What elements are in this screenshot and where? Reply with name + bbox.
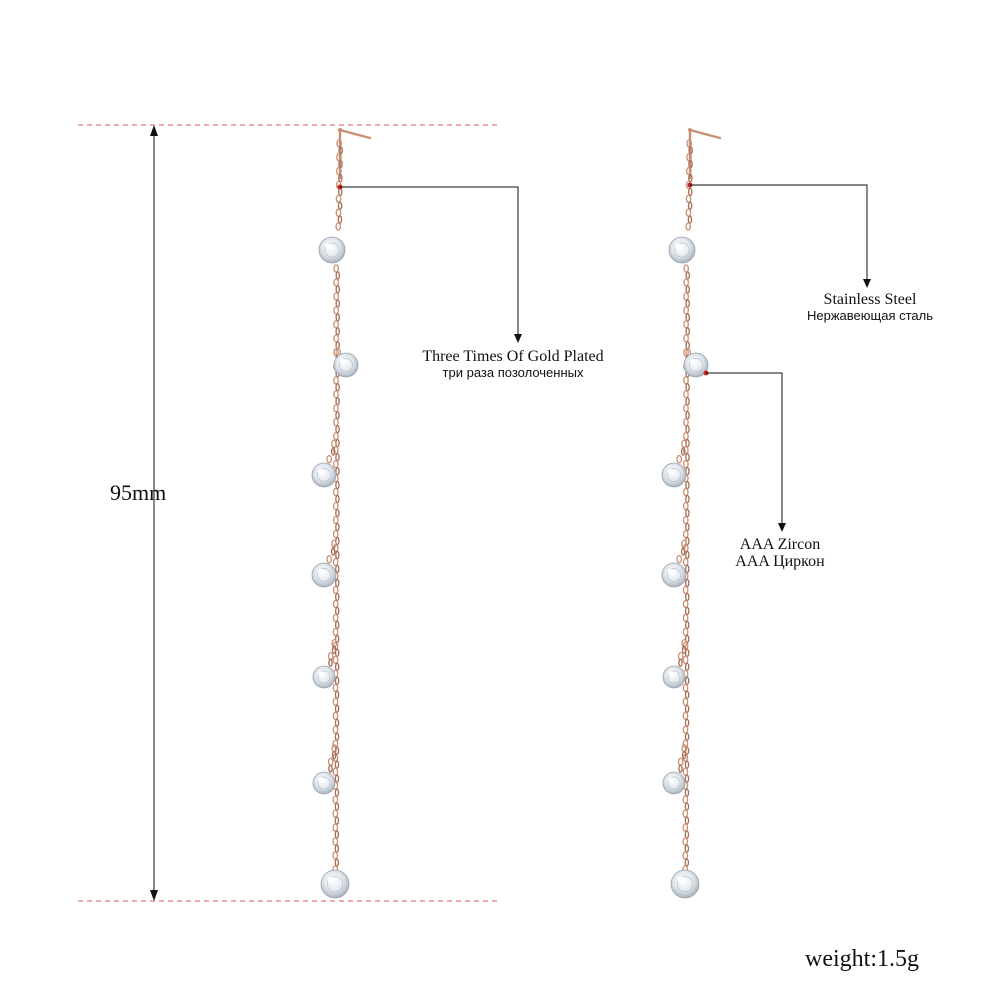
- zircon-stone-icon: [661, 562, 687, 588]
- zircon-stone-icon: [311, 462, 337, 488]
- callout-material: [687, 182, 871, 288]
- ear-hook-icon: [688, 128, 722, 180]
- material-label: Stainless Steel Нержавеющая сталь: [780, 291, 960, 323]
- zircon-stone-icon: [662, 665, 686, 689]
- stone-label-en: AAA Zircon: [739, 536, 821, 553]
- zircon-stone-icon: [670, 869, 700, 899]
- callout-plating: [337, 184, 522, 343]
- zircon-stone-icon: [318, 236, 346, 264]
- earring-left: [311, 128, 372, 899]
- plating-label-ru: три раза позолоченных: [442, 365, 584, 380]
- callout-stone: [703, 370, 786, 532]
- zircon-stone-icon: [662, 771, 686, 795]
- zircon-stone-icon: [683, 352, 709, 378]
- material-label-ru: Нержавеющая сталь: [807, 308, 933, 323]
- dimension-label: 95mm: [110, 480, 167, 505]
- zircon-stone-icon: [311, 562, 337, 588]
- zircon-stone-icon: [333, 352, 359, 378]
- stone-label: AAA Zircon AAA Циркон: [700, 536, 860, 570]
- plating-label: Three Times Of Gold Plated три раза позо…: [388, 348, 638, 380]
- zircon-stone-icon: [312, 665, 336, 689]
- earring-right: [661, 128, 722, 899]
- material-label-en: Stainless Steel: [823, 291, 917, 308]
- zircon-stone-icon: [661, 462, 687, 488]
- chain-icon: [676, 139, 693, 881]
- zircon-stone-icon: [320, 869, 350, 899]
- plating-label-en: Three Times Of Gold Plated: [422, 348, 604, 365]
- ear-hook-icon: [338, 128, 372, 180]
- dimension-arrow: [150, 125, 158, 901]
- stone-label-ru: AAA Циркон: [735, 553, 825, 570]
- weight-label: weight:1.5g: [805, 946, 919, 972]
- zircon-stone-icon: [312, 771, 336, 795]
- zircon-stone-icon: [668, 236, 696, 264]
